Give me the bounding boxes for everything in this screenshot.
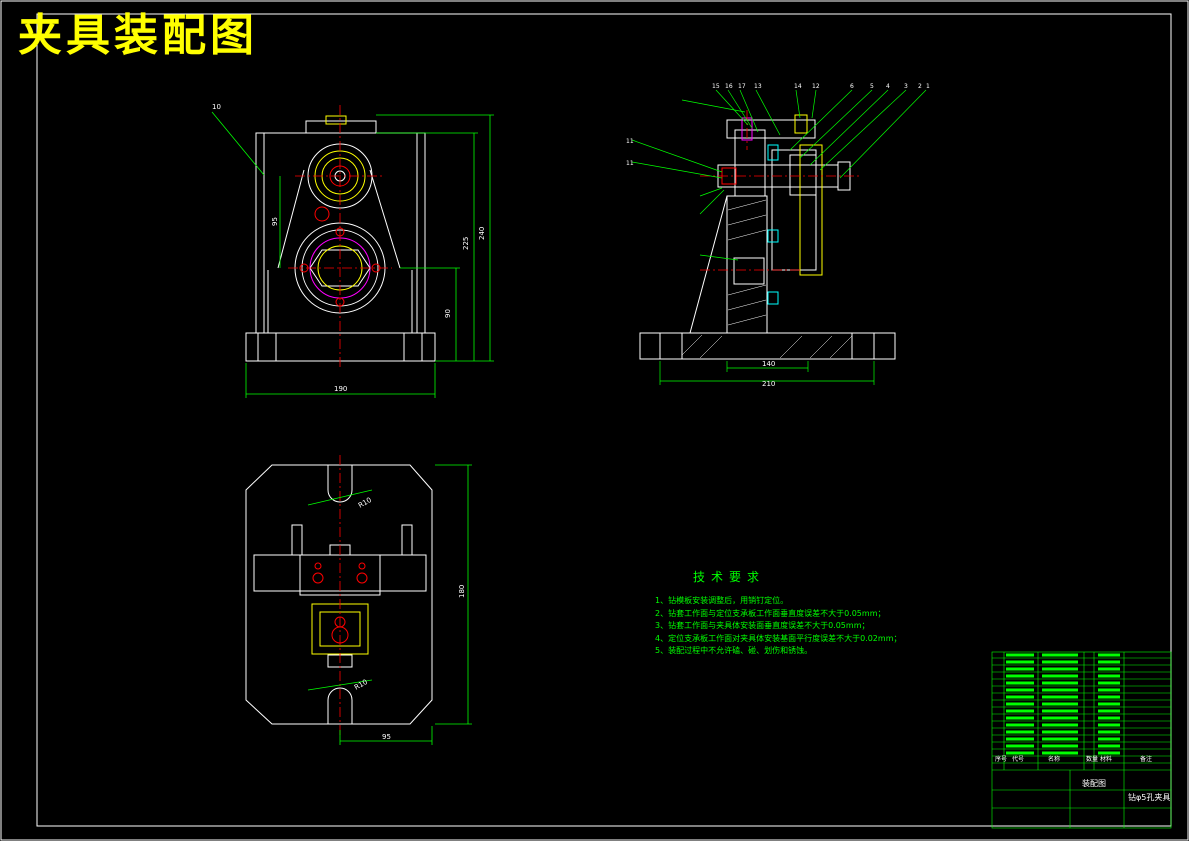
col-header-code: 代号: [1012, 755, 1024, 763]
side-centerlines: [700, 110, 860, 271]
drawing-name: 装配图: [1082, 778, 1106, 788]
front-dim-text: 190 240 225 90 95 10: [212, 103, 486, 393]
dim-r10-bottom: R10: [353, 678, 369, 692]
title-block-text: 序号 代号 名称 数量 材料 备注 装配图 钻φ5孔夹具: [995, 755, 1170, 802]
tech-requirements-list: 1、钻模板安装调整后，用销钉定位。 2、钻套工作面与定位支承板工作面垂直度误差不…: [655, 595, 902, 658]
balloon-side-5: 5: [870, 83, 874, 90]
tech-requirements: 技术要求 1、钻模板安装调整后，用销钉定位。 2、钻套工作面与定位支承板工作面垂…: [655, 568, 902, 658]
col-header-qty: 数量: [1086, 755, 1098, 763]
col-header-remark: 备注: [1140, 755, 1152, 763]
balloon-side-17: 17: [738, 83, 746, 90]
tech-item-5: 5、装配过程中不允许磕、碰、划伤和锈蚀。: [655, 646, 813, 655]
tech-requirements-heading: 技术要求: [693, 570, 766, 584]
top-dimensions: [307, 464, 472, 745]
balloon-side-1: 1: [926, 83, 930, 90]
balloon-side-2: 2: [918, 83, 922, 90]
tech-item-2: 2、钻套工作面与定位支承板工作面垂直度误差不大于0.05mm；: [655, 608, 886, 618]
parts-list: [991, 651, 1172, 829]
page-title: 夹具装配图: [18, 10, 258, 61]
balloon-side-11b: 11: [626, 160, 634, 167]
balloon-side-16: 16: [725, 83, 733, 90]
balloon-side-15: 15: [712, 83, 720, 90]
balloon-side-11a: 11: [626, 138, 634, 145]
inner-frame: [36, 13, 1172, 827]
dim-top-height: 180: [458, 585, 466, 598]
dim-front-height: 240: [478, 227, 486, 240]
balloon-side-3: 3: [904, 83, 908, 90]
dim-front-h3: 90: [444, 309, 452, 318]
dim-front-h2: 225: [462, 237, 470, 250]
col-header-material: 材料: [1100, 755, 1112, 763]
dim-side-width: 210: [762, 380, 775, 388]
tech-item-1: 1、钻模板安装调整后，用销钉定位。: [655, 596, 789, 605]
side-balloon-text: 15 16 17 13 14 12 6 5 4 3 2 1 11 11 210 …: [626, 83, 930, 388]
tech-item-4: 4、定位支承板工作面对夹具体安装基面平行度误差不大于0.02mm；: [655, 633, 902, 643]
dim-front-h4: 95: [271, 217, 279, 226]
side-colored-parts: [721, 114, 823, 305]
front-centerlines: [288, 105, 392, 370]
balloon-side-14: 14: [794, 83, 802, 90]
front-view: [245, 115, 436, 362]
balloon-side-4: 4: [886, 83, 890, 90]
parts-list-rows: [1006, 653, 1120, 755]
balloon-side-12: 12: [812, 83, 820, 90]
balloon-side-6: 6: [850, 83, 854, 90]
balloon-side-13: 13: [754, 83, 762, 90]
balloon-front-10: 10: [212, 103, 221, 111]
side-hatch: [681, 199, 853, 359]
dim-front-width: 190: [334, 385, 347, 393]
part-name: 钻φ5孔夹具: [1128, 792, 1170, 802]
tech-item-3: 3、钻套工作面与夹具体安装面垂直度误差不大于0.05mm；: [655, 621, 870, 630]
dim-top-width: 95: [382, 733, 391, 741]
col-header-name: 名称: [1048, 755, 1060, 763]
dim-r10-top: R10: [357, 496, 373, 510]
col-header-no: 序号: [995, 755, 1007, 763]
top-dim-text: 180 95 R10 R10: [353, 496, 466, 741]
side-leaders: [631, 89, 927, 385]
dim-side-inner: 140: [762, 360, 775, 368]
front-dimensions: [211, 111, 494, 398]
